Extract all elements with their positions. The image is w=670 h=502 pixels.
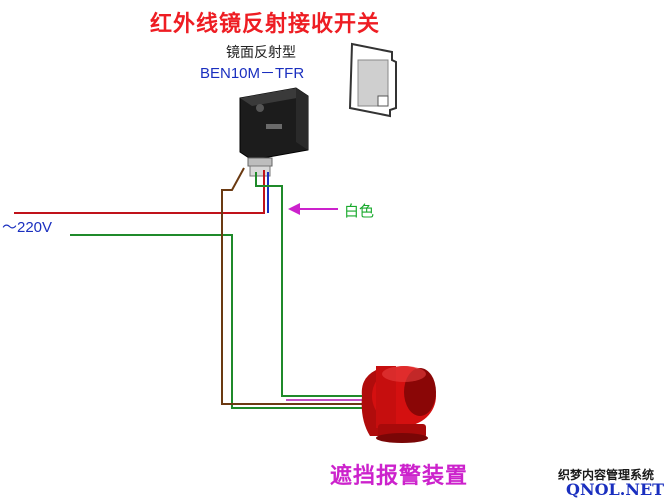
watermark-line1: 织梦内容管理系统	[558, 468, 655, 482]
sensor-body-icon	[239, 87, 309, 177]
wire-brown	[221, 167, 365, 405]
alarm-device-label: 遮挡报警装置	[330, 463, 469, 489]
arrow-left-icon	[288, 203, 338, 215]
white-wire-label: 白色	[344, 202, 375, 220]
watermark-line2: QNOL.NET	[566, 480, 665, 499]
sensor-type-label: 镜面反射型	[226, 45, 296, 61]
siren-alarm-icon	[361, 366, 436, 443]
wire-green	[70, 234, 365, 409]
supply-voltage-label: ～220V	[2, 219, 53, 236]
page-title: 红外线镜反射接收开关	[150, 11, 381, 37]
wire-green-signal	[255, 172, 370, 397]
wire-red	[14, 170, 265, 214]
sensor-model-label: BEN10M－TFR	[200, 65, 305, 82]
reflector-mirror-icon	[348, 42, 397, 118]
